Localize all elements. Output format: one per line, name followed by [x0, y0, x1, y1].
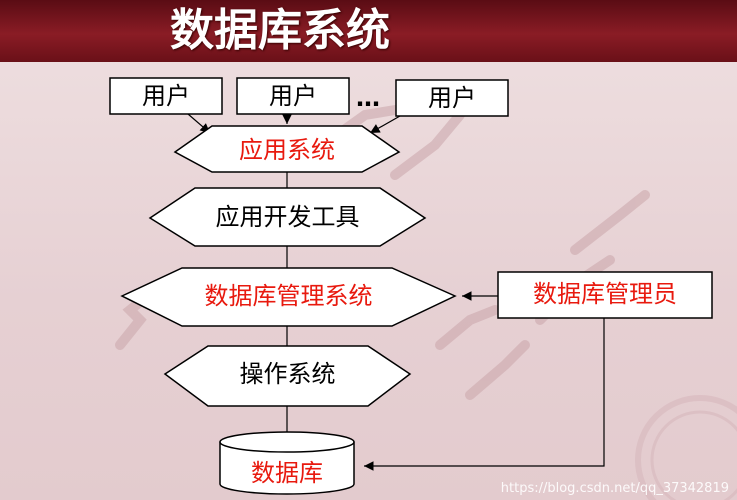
user-box-2	[236, 77, 350, 115]
app-system-hexagon	[173, 125, 401, 173]
dev-tools-hexagon	[148, 187, 427, 247]
os-label: 操作系统	[239, 360, 336, 388]
title-bar	[0, 0, 737, 62]
dev-tools-label: 应用开发工具	[215, 203, 360, 231]
connector-dba-db	[364, 318, 605, 471]
connector-user3-app	[369, 115, 401, 134]
database-label: 数据库	[251, 459, 323, 487]
ellipsis-label: …	[356, 84, 380, 112]
user-label-1: 用户	[142, 82, 190, 110]
database-cylinder	[219, 431, 355, 495]
dbms-hexagon	[120, 267, 457, 327]
footer-url: https://blog.csdn.net/qq_37342819	[500, 481, 729, 496]
app-system-label: 应用系统	[239, 136, 335, 164]
os-hexagon	[163, 345, 412, 407]
dba-label: 数据库管理员	[533, 280, 677, 308]
dba-box	[497, 271, 713, 319]
user-box-1	[109, 77, 223, 115]
user-label-3: 用户	[428, 84, 476, 112]
slide-title: 数据库系统	[170, 5, 390, 56]
dbms-label: 数据库管理系统	[204, 282, 373, 310]
user-box-3	[395, 79, 509, 117]
user-label-2: 用户	[269, 82, 317, 110]
